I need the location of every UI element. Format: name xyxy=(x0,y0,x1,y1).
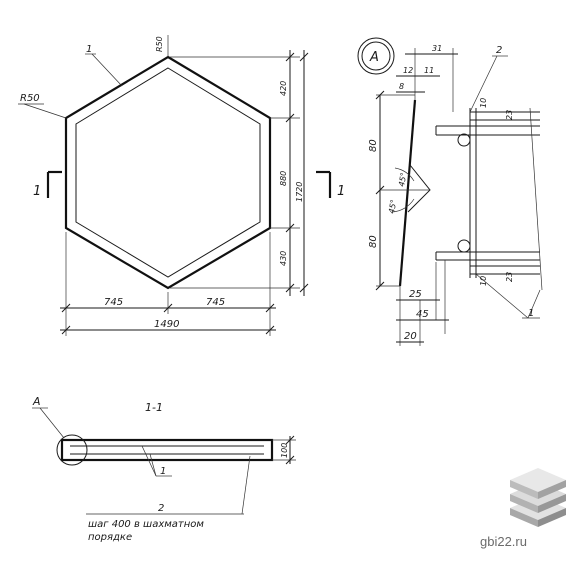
section-mark-right: 1 xyxy=(316,170,345,199)
dim-23-top: 23 xyxy=(505,110,514,120)
dim-seg-top: 420 xyxy=(279,81,288,96)
dim-31: 31 xyxy=(432,44,442,53)
dim-80-top: 80 xyxy=(368,139,379,152)
section-1-1: 1-1 A 100 1 2 шаг 400 в шахматном порядк… xyxy=(32,395,296,543)
dim-total-width: 1490 xyxy=(154,319,179,330)
dim-20: 20 xyxy=(404,331,417,342)
section-note-line2: порядке xyxy=(88,532,132,543)
stack-logo-icon xyxy=(510,468,566,527)
section-title: 1-1 xyxy=(145,401,163,414)
site-logo-text[interactable]: gbi22.ru xyxy=(480,534,527,549)
callout-2-label: 2 xyxy=(496,45,502,56)
dim-80-bottom: 80 xyxy=(368,235,379,248)
dim-half-left: 745 xyxy=(104,297,123,308)
groove xyxy=(407,164,431,213)
section-note-line1: шаг 400 в шахматном xyxy=(88,519,204,530)
callout-1-label: 1 xyxy=(86,44,92,55)
svg-text:1: 1 xyxy=(337,184,345,199)
dim-45: 45 xyxy=(416,309,429,320)
angle-top: 45° xyxy=(397,172,408,188)
dim-23-bottom: 23 xyxy=(505,272,514,282)
section-slab xyxy=(60,438,274,462)
section-mark-left: 1 xyxy=(33,170,62,199)
plan-view: 1 R50 R50 420 880 430 1720 xyxy=(18,35,345,336)
section-a-label: A xyxy=(32,395,41,408)
hexagon-inner xyxy=(75,67,261,278)
radius-left-label: R50 xyxy=(20,93,40,104)
callout-leader-2 xyxy=(469,55,498,113)
section-a-leader xyxy=(39,407,65,439)
dim-10-bottom: 10 xyxy=(479,276,488,286)
section-callout-2: 2 xyxy=(158,503,164,514)
radius-top-label: R50 xyxy=(155,36,164,52)
section-detail-marker xyxy=(56,434,88,466)
bottom-dimension-chain: 745 745 1490 xyxy=(60,232,276,336)
dim-seg-mid: 880 xyxy=(279,171,288,186)
detail-a-label: A xyxy=(369,50,379,65)
callout-leader-1 xyxy=(91,53,123,87)
dim-total-height: 1720 xyxy=(295,182,304,202)
detail-a-marker xyxy=(357,37,395,75)
dim-seg-bottom: 430 xyxy=(279,251,288,266)
callout-1-detail-label: 1 xyxy=(528,308,534,319)
dim-10-top: 10 xyxy=(479,98,488,108)
dim-half-right: 745 xyxy=(206,297,225,308)
callout-leader-1-detail xyxy=(475,273,529,319)
right-dimension-chain: 420 880 430 1720 xyxy=(170,50,309,296)
angle-bottom: 45° xyxy=(387,199,398,215)
section-dim-height: 100 xyxy=(280,443,289,458)
detail-a: A 45° 45° 80 80 xyxy=(357,37,543,346)
hexagon-outer xyxy=(64,55,272,290)
dim-12: 12 xyxy=(403,66,413,75)
dim-8: 8 xyxy=(399,82,404,91)
slanted-face xyxy=(398,99,417,287)
section-callout-1: 1 xyxy=(160,466,166,477)
svg-text:1: 1 xyxy=(33,184,41,199)
radius-left-leader xyxy=(23,103,67,119)
dim-25: 25 xyxy=(409,289,422,300)
dim-11: 11 xyxy=(424,66,434,75)
